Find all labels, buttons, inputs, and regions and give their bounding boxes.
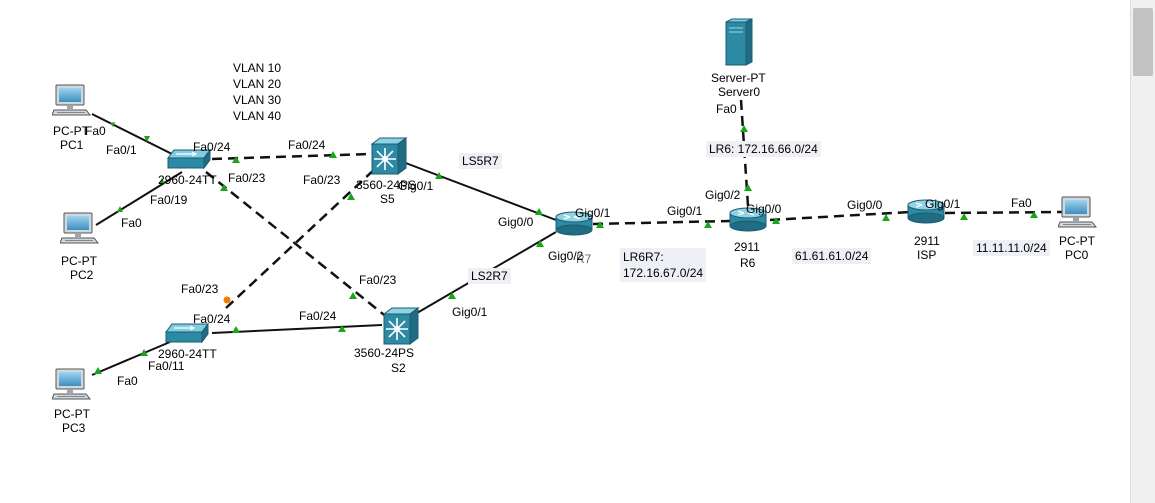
link-label-lr6: LR6: 172.16.66.0/24 <box>706 141 821 157</box>
link-label-isp-lan: 11.11.11.0/24 <box>973 240 1050 256</box>
link-state-indicators <box>94 122 1038 374</box>
port-label: Gig0/1 <box>667 204 703 218</box>
pc3-name-label: PC3 <box>62 421 86 435</box>
link-pending-indicator <box>223 296 231 304</box>
switch-2960-bottom-icon[interactable] <box>165 323 209 343</box>
link-sw-bot-s2[interactable] <box>211 324 383 334</box>
port-label: Fa0/23 <box>181 282 219 296</box>
port-label: Fa0 <box>85 124 106 138</box>
port-label: Fa0/1 <box>106 143 137 157</box>
pc2-type-label: PC-PT <box>61 254 97 268</box>
port-label: Gig0/1 <box>452 305 488 319</box>
r6-name-label: R6 <box>740 256 756 270</box>
vlan-note: VLAN 10 VLAN 20 VLAN 30 VLAN 40 <box>233 60 281 124</box>
pc0-icon[interactable] <box>1058 196 1097 228</box>
r6-type-label: 2911 <box>734 240 760 254</box>
port-label: Fa0/11 <box>148 359 185 373</box>
pc3-icon[interactable] <box>52 368 91 400</box>
pc3-type-label: PC-PT <box>54 407 90 421</box>
port-label: Gig0/0 <box>746 202 782 216</box>
pc0-name-label: PC0 <box>1065 248 1089 262</box>
port-label: Gig0/0 <box>498 215 534 229</box>
link-s5-r7[interactable] <box>402 161 557 221</box>
link-pc1-sw-top[interactable] <box>91 113 181 159</box>
port-label: Gig0/2 <box>548 249 584 263</box>
server-type-label: Server-PT <box>711 71 766 85</box>
link-label-ls5r7: LS5R7 <box>459 153 502 169</box>
r7-name-label: R7 <box>576 252 592 266</box>
lr6r7-network: 172.16.67.0/24 <box>623 266 704 280</box>
link-label-lr6r7: LR6R7: 172.16.67.0/24 <box>620 248 707 282</box>
port-label: Fa0/24 <box>288 138 326 152</box>
switch-top-type-label: 2960-24TT <box>158 173 217 187</box>
link-pc2-sw-top[interactable] <box>95 171 183 226</box>
pc2-name-label: PC2 <box>70 268 94 282</box>
link-pc3-sw-bot[interactable] <box>91 341 171 376</box>
port-label: Fa0/23 <box>359 273 397 287</box>
s5-multilayer-switch-icon[interactable] <box>371 137 407 175</box>
link-r6-isp[interactable] <box>769 210 911 222</box>
network-topology-canvas[interactable] <box>0 0 1130 503</box>
pc1-icon[interactable] <box>52 84 91 116</box>
link-r7-r6[interactable] <box>592 219 731 226</box>
link-sw-bot-s5[interactable] <box>225 165 379 309</box>
link-label-wan: 61.61.61.0/24 <box>792 248 872 264</box>
vlan-label: VLAN 30 <box>233 93 282 107</box>
port-label: Gig0/1 <box>398 179 434 193</box>
s2-name-label: S2 <box>391 361 406 375</box>
vlan-label: VLAN 40 <box>233 109 282 123</box>
port-label: Fa0 <box>1011 196 1032 210</box>
port-label: Gig0/0 <box>847 198 883 212</box>
port-label: Fa0 <box>121 216 142 230</box>
port-label: Fa0/24 <box>193 140 231 154</box>
port-label: Fa0/23 <box>228 171 266 185</box>
pc2-icon[interactable] <box>60 212 99 244</box>
s2-multilayer-switch-icon[interactable] <box>383 307 419 345</box>
port-label: Fa0/24 <box>193 312 231 326</box>
port-label: Fa0 <box>117 374 138 388</box>
pc0-type-label: PC-PT <box>1059 234 1095 248</box>
port-label: Gig0/2 <box>705 188 741 202</box>
vertical-scrollbar[interactable] <box>1130 0 1155 503</box>
pc1-type-label: PC-PT <box>53 124 89 138</box>
link-isp-pc0[interactable] <box>944 210 1063 215</box>
s5-type-label: 3560-24PS <box>356 178 417 192</box>
scrollbar-thumb[interactable] <box>1133 8 1153 76</box>
lr6r7-name: LR6R7: <box>623 250 664 264</box>
port-label: Fa0 <box>716 102 737 116</box>
switch-bottom-type-label: 2960-24TT <box>158 347 217 361</box>
link-label-ls2r7: LS2R7 <box>468 268 511 284</box>
s5-name-label: S5 <box>380 192 395 206</box>
vlan-label: VLAN 20 <box>233 77 282 91</box>
port-label: Gig0/1 <box>575 206 611 220</box>
pc1-name-label: PC1 <box>60 138 84 152</box>
vlan-label: VLAN 10 <box>233 61 282 75</box>
server-name-label: Server0 <box>718 85 761 99</box>
port-label: Gig0/1 <box>925 197 961 211</box>
server0-icon[interactable] <box>725 18 753 66</box>
s2-type-label: 3560-24PS <box>354 346 415 360</box>
port-label: Fa0/24 <box>299 309 337 323</box>
port-label: Fa0/23 <box>303 173 341 187</box>
isp-type-label: 2911 <box>914 234 940 248</box>
port-label: Fa0/19 <box>150 193 188 207</box>
link-sw-top-s2[interactable] <box>205 171 389 319</box>
isp-name-label: ISP <box>917 248 937 262</box>
link-sw-top-s5[interactable] <box>211 152 371 161</box>
